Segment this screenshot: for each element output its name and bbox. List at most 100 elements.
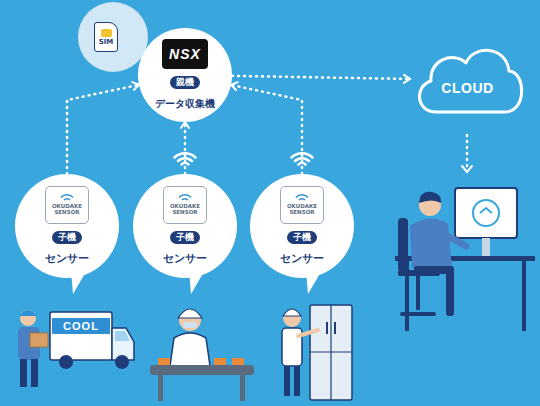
device-caption: データ収集機: [155, 98, 215, 109]
device-logo: NSX: [169, 46, 201, 62]
sensor-device: OKUDAKE SENSOR: [280, 186, 324, 224]
sensor-node: OKUDAKE SENSOR 子機センサー: [15, 174, 119, 278]
wifi-arc: [182, 199, 188, 200]
dotted-line: [466, 135, 469, 170]
monitor: [455, 188, 517, 238]
truck-band: [52, 318, 110, 334]
device-caption: センサー: [280, 252, 324, 265]
refrigerator: [310, 305, 352, 400]
badge-wrap: 親機: [170, 72, 200, 89]
role-badge: 子機: [52, 231, 82, 244]
person-arm: [440, 232, 466, 246]
person-leg: [446, 268, 454, 316]
worker-leg: [31, 359, 38, 387]
sensor-model-name: OKUDAKE SENSOR: [48, 204, 86, 216]
fridge-handle: [334, 322, 336, 334]
operator-illustration: [395, 188, 535, 331]
fridge-illustration: [282, 305, 352, 400]
wifi-arc: [295, 158, 309, 161]
data-collector-device: NSX: [162, 39, 208, 69]
desk-leg: [522, 261, 526, 331]
wifi-arc: [175, 153, 196, 157]
badge-wrap: 子機: [52, 227, 82, 244]
sim-node: SIM: [78, 2, 148, 72]
worker-cap: [178, 309, 202, 318]
sensor-model-name: OKUDAKE SENSOR: [166, 204, 204, 216]
wheel: [59, 355, 73, 369]
badge-wrap: 子機: [170, 227, 200, 244]
worker-head: [179, 309, 201, 331]
monitor-icon: [480, 208, 492, 213]
chair-post: [416, 276, 420, 310]
dotted-connector: [231, 85, 302, 174]
sim-chip: [101, 29, 112, 37]
factory-illustration: [150, 309, 254, 401]
conveyor: [150, 365, 254, 375]
wheel: [115, 355, 129, 369]
dotted-connector: [232, 76, 410, 79]
wifi-icon: [60, 194, 74, 203]
role-badge: 親機: [170, 76, 200, 89]
caption-wrap: センサー: [280, 247, 324, 266]
worker-head: [283, 309, 301, 327]
truck-window: [115, 331, 130, 341]
wifi-arc: [178, 158, 192, 161]
worker-cap: [19, 310, 37, 316]
wifi-arc: [64, 199, 70, 200]
arrow-head: [462, 166, 472, 172]
person-body: [410, 218, 452, 268]
parent-node: NSX 親機データ収集機: [138, 28, 232, 122]
truck-sign: COOL: [63, 320, 99, 332]
wifi-arc: [182, 163, 189, 164]
worker-body: [170, 333, 210, 366]
wifi-arc: [299, 199, 305, 200]
badge-wrap: 子機: [287, 227, 317, 244]
device-caption: センサー: [45, 252, 89, 265]
wifi-arc: [299, 163, 306, 164]
sensor-device: OKUDAKE SENSOR: [45, 186, 89, 224]
wifi-waves: [175, 153, 313, 164]
worker-leg: [20, 359, 27, 387]
cloud-node: CLOUD: [410, 40, 525, 120]
sensor-model-name: OKUDAKE SENSOR: [283, 204, 321, 216]
wifi-icon: [295, 194, 309, 203]
sim-card-label: SIM: [99, 39, 114, 46]
worker-cap: [283, 309, 301, 316]
wifi-arc: [292, 153, 313, 157]
truck-illustration: [18, 310, 134, 387]
dotted-connector: [67, 85, 139, 174]
product: [214, 358, 226, 365]
role-badge: 子機: [287, 231, 317, 244]
parcel: [30, 333, 48, 347]
wifi-arc: [296, 195, 308, 198]
chair-base: [402, 312, 434, 316]
wifi-arc: [61, 195, 73, 198]
worker-arm: [298, 330, 318, 336]
fridge-handle: [326, 322, 328, 334]
product: [232, 358, 244, 365]
worker-leg: [284, 366, 290, 396]
product: [158, 358, 170, 365]
worker-head: [20, 310, 36, 326]
cloud-shape: [420, 50, 522, 112]
wifi-icon: [178, 194, 192, 203]
cloud-label: CLOUD: [441, 80, 493, 96]
worker-mask: [183, 322, 197, 328]
device-caption: センサー: [163, 252, 207, 265]
wifi-arc: [179, 195, 191, 198]
conveyor-leg: [158, 375, 163, 401]
caption-wrap: データ収集機: [155, 92, 215, 111]
monitor-icon: [473, 200, 499, 226]
caption-wrap: センサー: [163, 247, 207, 266]
caption-wrap: センサー: [45, 247, 89, 266]
role-badge: 子機: [170, 231, 200, 244]
dotted-connector: [184, 122, 187, 174]
monitor-stand: [482, 238, 490, 256]
sensor-device: OKUDAKE SENSOR: [163, 186, 207, 224]
label-wrap: COOL: [52, 318, 110, 334]
person-hair: [419, 192, 441, 203]
sensor-node: OKUDAKE SENSOR 子機センサー: [133, 174, 237, 278]
